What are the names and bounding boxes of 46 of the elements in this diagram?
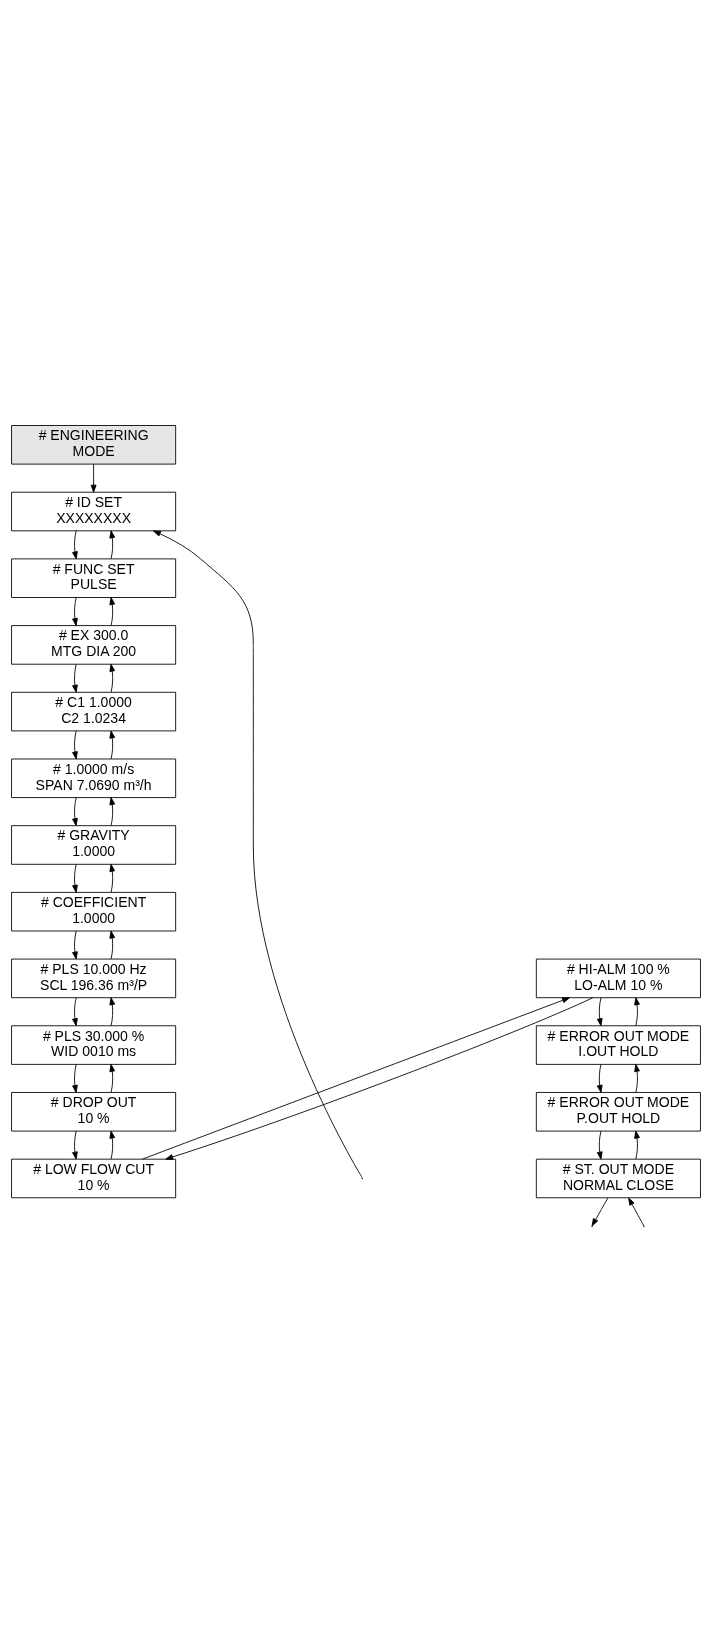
- arrow: [596, 1063, 603, 1093]
- arrow: [109, 1130, 116, 1160]
- arrow: [109, 1063, 116, 1093]
- arrow: [153, 530, 363, 1178]
- arrow: [72, 1063, 78, 1093]
- arrow: [109, 863, 116, 893]
- arrow: [109, 930, 116, 960]
- arrow: [72, 997, 78, 1027]
- arrow: [72, 530, 78, 560]
- node-box: # 1.0000 m/s SPAN 7.0690 m³/h: [11, 758, 177, 799]
- node-box: # LOW FLOW CUT 10 %: [11, 1158, 177, 1199]
- node-box: # ERROR OUT MODE P.OUT HOLD: [535, 1092, 701, 1132]
- arrow: [72, 730, 78, 760]
- arrow: [72, 930, 78, 960]
- node-box: # COEFFICIENT 1.0000: [11, 891, 177, 932]
- arrow: [109, 663, 116, 693]
- node-box: # PLS 30.000 % WID 0010 ms: [11, 1025, 177, 1065]
- arrow: [72, 597, 78, 626]
- arrow: [109, 530, 116, 560]
- node-box: # ID SET XXXXXXXX: [11, 491, 177, 532]
- arrow: [72, 1130, 78, 1160]
- arrow: [634, 1063, 640, 1093]
- arrow: [628, 1197, 645, 1227]
- arrow: [109, 797, 116, 827]
- arrow: [109, 730, 116, 760]
- node-box: # FUNC SET PULSE: [11, 558, 177, 598]
- node-box: # GRAVITY 1.0000: [11, 825, 177, 865]
- arrow: [591, 1197, 609, 1227]
- arrow: [72, 863, 78, 893]
- node-box: # C1 1.0000 C2 1.0234: [11, 691, 177, 732]
- node-box: # ERROR OUT MODE I.OUT HOLD: [535, 1025, 701, 1065]
- arrow: [72, 797, 78, 827]
- arrow: [596, 1130, 603, 1160]
- arrow: [90, 463, 97, 493]
- node-box: # HI-ALM 100 % LO-ALM 10 %: [535, 958, 701, 999]
- arrow: [109, 597, 116, 626]
- node-box: # PLS 10.000 Hz SCL 196.36 m³/P: [11, 958, 177, 999]
- arrow: [72, 663, 78, 693]
- arrow: [634, 997, 640, 1027]
- node-box: # EX 300.0 MTG DIA 200: [11, 625, 177, 665]
- arrow: [596, 997, 603, 1027]
- node-box: # DROP OUT 10 %: [11, 1092, 177, 1132]
- arrow: [634, 1130, 640, 1160]
- node-box: # ENGINEERING MODE: [11, 425, 177, 465]
- arrow: [109, 997, 116, 1027]
- node-box: # ST. OUT MODE NORMAL CLOSE: [535, 1158, 701, 1199]
